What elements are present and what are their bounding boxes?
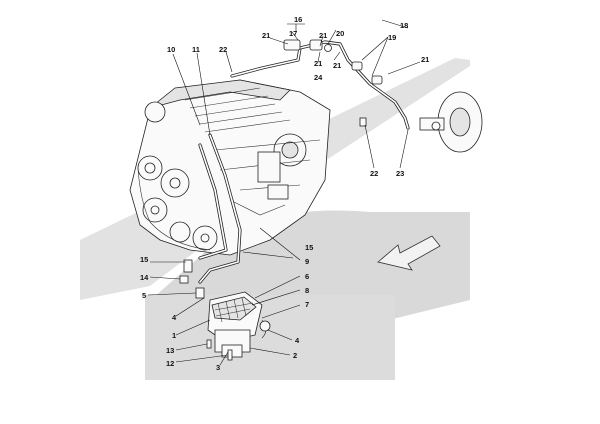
callout-4-b: 4 (295, 336, 300, 345)
callout-19: 19 (388, 33, 396, 42)
callout-labels: 16 17 18 19 20 21 21 21 21 21 22 22 23 2… (140, 15, 429, 372)
callout-5: 5 (142, 291, 146, 300)
vacuum-pipe-upper (230, 40, 410, 130)
callout-22-b: 22 (370, 169, 378, 178)
callout-7: 7 (305, 300, 309, 309)
callout-2: 2 (293, 351, 297, 360)
callout-3: 3 (216, 363, 220, 372)
callout-18: 18 (400, 21, 408, 30)
vacuum-pipe-down (198, 133, 242, 284)
callout-21-d: 21 (333, 61, 341, 70)
leader-lines (147, 19, 421, 366)
callout-9: 9 (305, 257, 309, 266)
callout-15-a: 15 (305, 243, 313, 252)
callout-16: 16 (294, 15, 302, 24)
pulley-set (137, 155, 218, 251)
callout-6: 6 (305, 272, 309, 281)
callout-14: 14 (140, 273, 149, 282)
callout-22-a: 22 (219, 45, 227, 54)
intake-runners (184, 87, 291, 133)
vacuum-reservoir (207, 291, 271, 358)
check-valve-assembly (283, 39, 383, 85)
callout-8: 8 (305, 286, 309, 295)
hose-clips (179, 259, 205, 299)
callout-20: 20 (336, 29, 344, 38)
callout-21-e: 21 (421, 55, 429, 64)
callout-23: 23 (396, 169, 404, 178)
callout-21-b: 21 (319, 31, 327, 40)
callout-13: 13 (166, 346, 174, 355)
callout-4-a: 4 (172, 313, 177, 322)
callout-10: 10 (167, 45, 175, 54)
engine-details (214, 139, 321, 216)
callout-21-c: 21 (314, 59, 322, 68)
callout-24: 24 (314, 73, 323, 82)
v12-engine (129, 79, 331, 256)
callout-21-a: 21 (262, 31, 270, 40)
brake-servo (419, 91, 483, 153)
direction-arrow (377, 235, 441, 271)
callout-15-b: 15 (140, 255, 148, 264)
callout-17: 17 (289, 29, 297, 38)
callout-1: 1 (172, 331, 176, 340)
callout-12: 12 (166, 359, 174, 368)
callout-11: 11 (192, 45, 200, 54)
